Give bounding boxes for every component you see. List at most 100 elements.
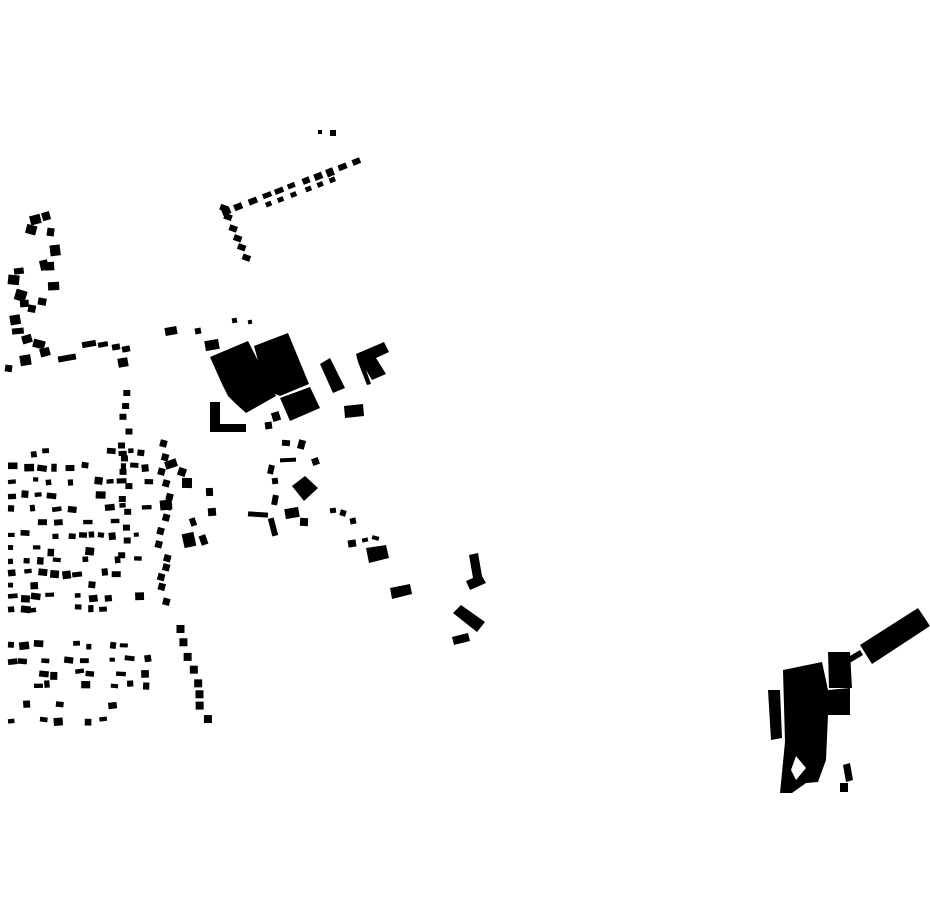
building-east-2 xyxy=(390,584,412,599)
building-house xyxy=(163,553,172,563)
building-east-1 xyxy=(466,553,486,590)
building-house xyxy=(20,594,31,603)
building-house xyxy=(36,464,48,472)
building-house xyxy=(41,211,52,222)
building-house xyxy=(109,657,115,662)
building-house xyxy=(49,570,60,579)
building-house xyxy=(46,227,55,237)
building-se-tower xyxy=(828,652,852,688)
building-house xyxy=(27,304,37,313)
building-house xyxy=(109,641,117,649)
building-house xyxy=(24,463,35,472)
building-house xyxy=(9,314,22,326)
building-house xyxy=(144,479,154,485)
building-house xyxy=(83,519,93,525)
building-house xyxy=(7,641,15,648)
building-house xyxy=(7,569,16,577)
building-house xyxy=(51,463,57,472)
building-house xyxy=(164,458,178,470)
building-house xyxy=(52,557,61,563)
building-house xyxy=(157,467,166,476)
building-large-hall-east xyxy=(254,333,309,396)
building-house xyxy=(32,545,41,550)
building-small-block xyxy=(344,404,364,418)
building-house xyxy=(45,592,55,598)
building-house xyxy=(67,505,77,514)
courtyard xyxy=(791,756,806,780)
building-house xyxy=(23,557,30,564)
building-house xyxy=(141,670,149,678)
building-house xyxy=(86,643,92,650)
building-house xyxy=(228,224,239,233)
building-house xyxy=(141,504,152,510)
building-house xyxy=(85,670,95,677)
building-house xyxy=(183,652,192,661)
building-house xyxy=(81,681,91,689)
building-house xyxy=(30,451,38,458)
building-house xyxy=(101,568,109,576)
building-house xyxy=(88,605,94,613)
building-house xyxy=(37,297,47,306)
building-house xyxy=(124,508,132,515)
building-house xyxy=(261,191,273,200)
building-house xyxy=(231,317,238,324)
building-house xyxy=(264,200,273,208)
building-house xyxy=(68,533,76,540)
building-house xyxy=(194,327,202,335)
building-house xyxy=(88,531,95,538)
building-house xyxy=(7,545,14,551)
building-house xyxy=(21,490,29,499)
building-house xyxy=(78,532,88,538)
building-house xyxy=(7,462,18,470)
building-long-block xyxy=(320,358,345,393)
building-house xyxy=(39,346,51,358)
building-house xyxy=(50,671,58,680)
building-house xyxy=(126,680,134,687)
building-house xyxy=(133,532,139,537)
building-house xyxy=(349,517,357,525)
building-house xyxy=(115,671,126,677)
building-house xyxy=(29,213,42,226)
building-house xyxy=(296,439,307,450)
building-house xyxy=(176,466,188,478)
building-house xyxy=(125,428,133,435)
building-house xyxy=(24,568,32,574)
building-house xyxy=(94,476,104,485)
building-house xyxy=(161,479,171,488)
building-house xyxy=(19,299,30,308)
building-house xyxy=(74,604,82,610)
building-house xyxy=(273,186,285,195)
building-house xyxy=(311,457,320,466)
building-house xyxy=(161,513,171,522)
building-house xyxy=(36,557,44,565)
building-house xyxy=(264,421,273,430)
building-house xyxy=(159,439,168,448)
building-house xyxy=(119,413,127,420)
building-house xyxy=(38,670,49,678)
building-house xyxy=(316,181,324,188)
building-house xyxy=(119,502,126,508)
building-house xyxy=(117,357,129,368)
building-l-shape xyxy=(210,402,246,432)
building-house xyxy=(7,593,18,599)
building-house xyxy=(84,546,95,556)
building-house xyxy=(123,537,131,544)
building-house xyxy=(38,568,48,577)
building-house xyxy=(119,468,127,475)
building-house xyxy=(34,492,42,498)
building-house xyxy=(73,640,81,646)
building-house xyxy=(141,464,149,473)
building-house xyxy=(219,203,229,213)
building-house xyxy=(61,570,72,580)
building-house xyxy=(118,442,126,449)
building-house xyxy=(111,343,121,351)
building-house xyxy=(81,339,97,349)
building-house xyxy=(98,606,108,612)
building-hall-annex xyxy=(280,387,320,421)
building-house xyxy=(49,244,61,257)
building-house xyxy=(118,496,126,503)
building-house xyxy=(51,506,62,513)
building-house xyxy=(7,658,18,666)
building-house xyxy=(74,593,81,598)
building-house xyxy=(37,519,47,526)
